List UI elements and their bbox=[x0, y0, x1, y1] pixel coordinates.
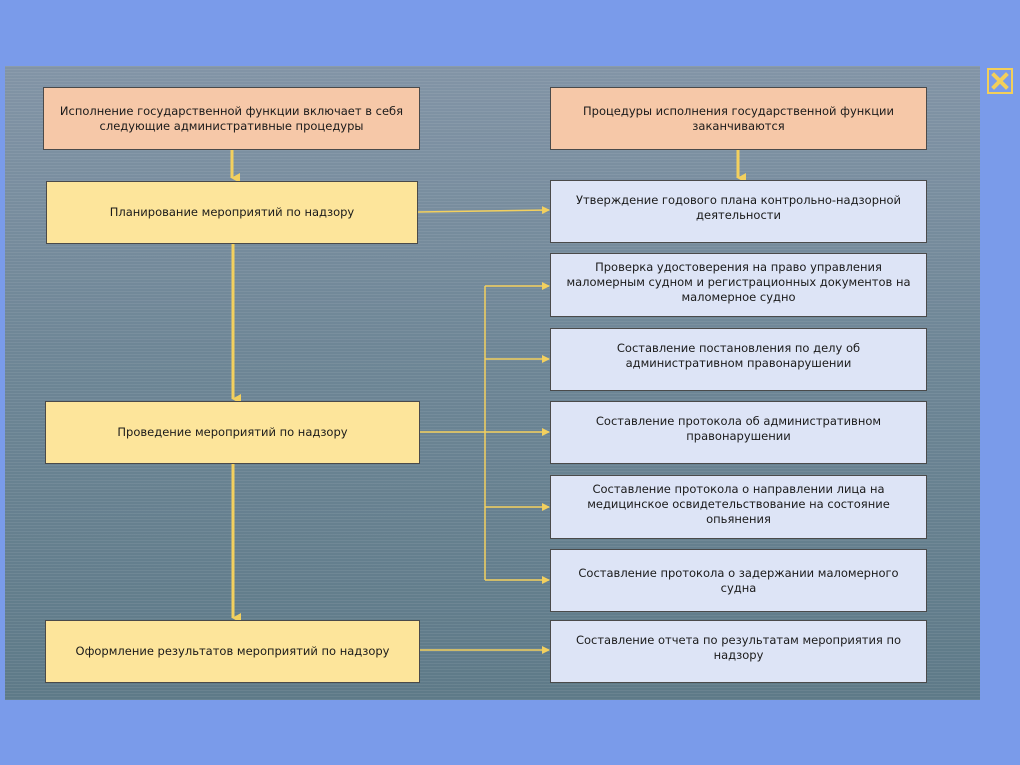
action-box-conducting: Проведение мероприятий по надзору bbox=[45, 401, 420, 464]
result-text: Составление протокола об административно… bbox=[595, 414, 882, 443]
action-text: Проведение мероприятий по надзору bbox=[117, 425, 348, 440]
left-header-text: Исполнение государственной функции включ… bbox=[59, 103, 404, 133]
close-button[interactable] bbox=[987, 68, 1013, 94]
result-text: Составление протокола о направлении лица… bbox=[587, 482, 890, 526]
result-box-protocol: Составление протокола об административно… bbox=[550, 401, 927, 464]
result-box-medical: Составление протокола о направлении лица… bbox=[550, 475, 927, 539]
action-box-reporting: Оформление результатов мероприятий по на… bbox=[45, 620, 420, 683]
result-text: Составление отчета по результатам меропр… bbox=[575, 633, 902, 662]
result-text: Проверка удостоверения на право управлен… bbox=[566, 260, 911, 304]
left-header-box: Исполнение государственной функции включ… bbox=[43, 87, 420, 150]
action-text: Планирование мероприятий по надзору bbox=[109, 205, 355, 220]
result-box-plan-approval: Утверждение годового плана контрольно-на… bbox=[550, 180, 927, 243]
close-icon bbox=[991, 72, 1009, 90]
right-header-box: Процедуры исполнения государственной фун… bbox=[550, 87, 927, 150]
action-text: Оформление результатов мероприятий по на… bbox=[75, 644, 390, 659]
result-box-detention: Составление протокола о задержании малом… bbox=[550, 549, 927, 612]
result-box-report: Составление отчета по результатам меропр… bbox=[550, 620, 927, 683]
result-text: Составление протокола о задержании малом… bbox=[578, 565, 899, 595]
result-box-document-check: Проверка удостоверения на право управлен… bbox=[550, 253, 927, 317]
result-box-resolution: Составление постановления по делу об адм… bbox=[550, 328, 927, 391]
action-box-planning: Планирование мероприятий по надзору bbox=[46, 181, 418, 244]
result-text: Утверждение годового плана контрольно-на… bbox=[575, 193, 902, 222]
result-text: Составление постановления по делу об адм… bbox=[616, 341, 861, 370]
right-header-text: Процедуры исполнения государственной фун… bbox=[583, 103, 894, 133]
